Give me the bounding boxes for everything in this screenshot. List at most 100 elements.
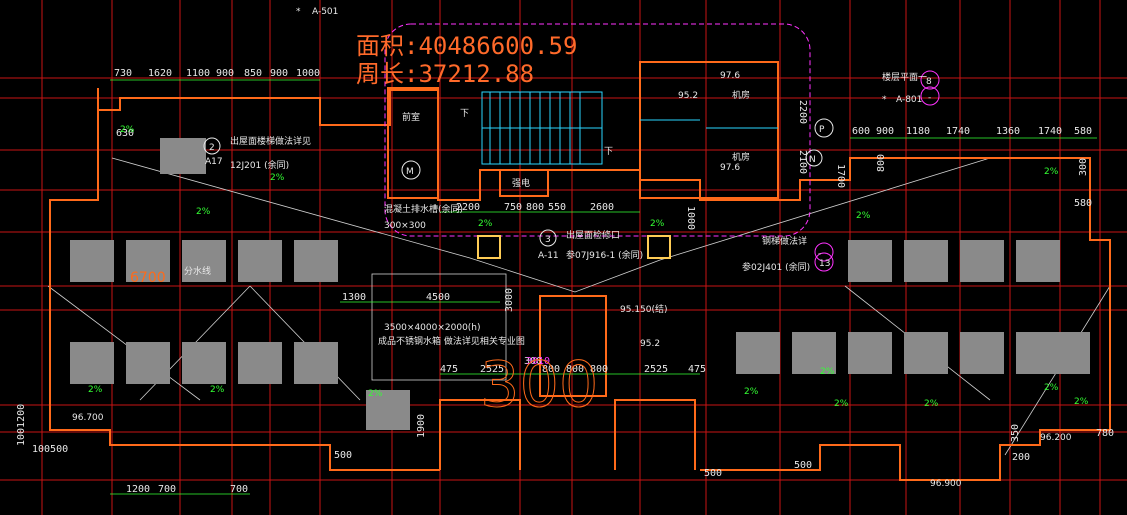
dim-core-1: 750	[504, 202, 522, 213]
selection-outline[interactable]	[384, 23, 811, 237]
slope-10: 2%	[744, 387, 759, 397]
slope-11: 2%	[834, 399, 849, 409]
slope-12: 2%	[924, 399, 939, 409]
dim-1900: 1900	[416, 414, 427, 438]
slope-0: 2%	[120, 125, 135, 135]
slope-9: 2%	[368, 389, 383, 399]
note-gutter: 混凝土排水槽(余同)	[384, 203, 463, 215]
dim-500c: 500	[704, 468, 722, 479]
dim-1000: 1000	[685, 206, 696, 230]
ref-circle-p: P	[819, 125, 825, 135]
dim-core-0: 2200	[456, 202, 480, 213]
note-steel-ladder: 钢梯做法详	[762, 235, 807, 247]
elev-976a: 97.6	[720, 71, 740, 81]
room-stairs-label: 前室	[402, 111, 420, 123]
ref-circle-m: M	[406, 167, 414, 177]
reference-circles	[203, 70, 940, 272]
dim-center-4: 800	[566, 364, 584, 375]
dim-1700: 1700	[835, 164, 846, 188]
dim-center-2: 300	[524, 356, 542, 367]
ref-a801: A-801	[896, 95, 922, 105]
ref-dash-8: -	[928, 93, 931, 103]
note-unit-hint: 楼层平面一	[882, 71, 927, 83]
slope-labels: 2% 2% 2% 2% 2% 2% 2% 2% 2% 2% 2% 2% 2% 2…	[88, 125, 1089, 409]
dim-300: 300	[1078, 158, 1089, 176]
slope-13: 2%	[1074, 397, 1089, 407]
note-center-big: 300	[480, 348, 598, 421]
elev-95150: 95.150(结)	[620, 303, 668, 315]
ref-circle-8: 8	[926, 77, 932, 87]
ref-dash-13: -	[818, 249, 821, 259]
elev-952b: 95.2	[640, 339, 660, 349]
slope-8: 2%	[88, 385, 103, 395]
dim-top-left-5: 900	[270, 68, 288, 79]
stair-down-1: 下	[460, 109, 469, 119]
slope-3: 2%	[478, 219, 493, 229]
slope-4: 2%	[650, 219, 665, 229]
ref-star-2: *	[882, 95, 887, 105]
dim-center-3: 800	[542, 364, 560, 375]
note-6700: 6700	[130, 270, 166, 286]
note-gutter-size: 300×300	[384, 221, 426, 231]
dim-500b: 500	[794, 460, 812, 471]
note-roof-stairs: 出屋面楼梯做法详见	[230, 135, 311, 147]
perimeter-readout: 周长:37212.88	[356, 60, 534, 88]
dim-500a: 500	[334, 450, 352, 461]
room-mech-2: 机房	[732, 151, 750, 163]
elev-96200: 96.200	[1040, 433, 1072, 443]
dim-top-left-0: 730	[114, 68, 132, 79]
note-07j916: 参07J916-1 (余同)	[566, 249, 643, 261]
ref-star-1: *	[296, 7, 301, 17]
dim-350: 350	[1010, 424, 1021, 442]
dimension-lines	[110, 79, 1097, 495]
note-12j201: 12J201 (余同)	[230, 159, 289, 171]
note-02j401: 参02J401 (余同)	[742, 261, 810, 273]
dim-630: 630	[116, 128, 134, 139]
ref-a11: A-11	[538, 251, 559, 261]
ref-a501: A-501	[312, 7, 338, 17]
dim-bottom-1: 700	[158, 484, 176, 495]
dim-core-3: 550	[548, 202, 566, 213]
ref-circle-3: 3	[545, 235, 551, 245]
dim-top-left-6: 1000	[296, 68, 320, 79]
ref-circle-13: 13	[819, 259, 830, 269]
dim-bottom-2: 700	[230, 484, 248, 495]
dim-top-left-2: 1100	[186, 68, 210, 79]
elev-96700: 96.700	[72, 413, 104, 423]
equipment-blocks	[70, 138, 1090, 430]
ref-circle-n: N	[809, 155, 816, 165]
ref-circle-2: 2	[209, 143, 215, 153]
slope-6: 2%	[1044, 167, 1059, 177]
dim-center-6: 2525	[644, 364, 668, 375]
dim-top-right-1: 900	[876, 126, 894, 137]
room-elec: 强电	[512, 177, 530, 189]
dim-center-5: 800	[590, 364, 608, 375]
dim-580: 580	[1074, 198, 1092, 209]
dim-mid-0: 1300	[342, 292, 366, 303]
slope-2: 2%	[196, 207, 211, 217]
dim-2200v: 2200	[797, 100, 808, 124]
dim-1001200: 1001200	[16, 404, 27, 446]
elev-952a: 95.2	[678, 91, 698, 101]
ref-a17: A17	[205, 157, 223, 167]
note-pool: 成品不锈钢水箱 做法详见相关专业图	[378, 335, 525, 347]
dim-3010: 3010	[526, 356, 550, 367]
slope-1: 2%	[270, 173, 285, 183]
dim-top-right-2: 1180	[906, 126, 930, 137]
dim-bottom-0: 1200	[126, 484, 150, 495]
dim-800: 800	[876, 154, 887, 172]
dim-100500: 100500	[32, 444, 68, 455]
dim-780: 780	[1096, 428, 1114, 439]
slope-14: 2%	[1044, 383, 1059, 393]
elev-96900: 96.900	[930, 479, 962, 489]
dim-top-left-3: 900	[216, 68, 234, 79]
dim-top-right-3: 1740	[946, 126, 970, 137]
dim-center-7: 475	[688, 364, 706, 375]
stair-core	[481, 91, 778, 165]
dim-center-1: 2525	[480, 364, 504, 375]
area-readout: 面积:40486600.59	[356, 32, 577, 60]
dim-top-right-0: 600	[852, 126, 870, 137]
dim-top-right-6: 580	[1074, 126, 1092, 137]
